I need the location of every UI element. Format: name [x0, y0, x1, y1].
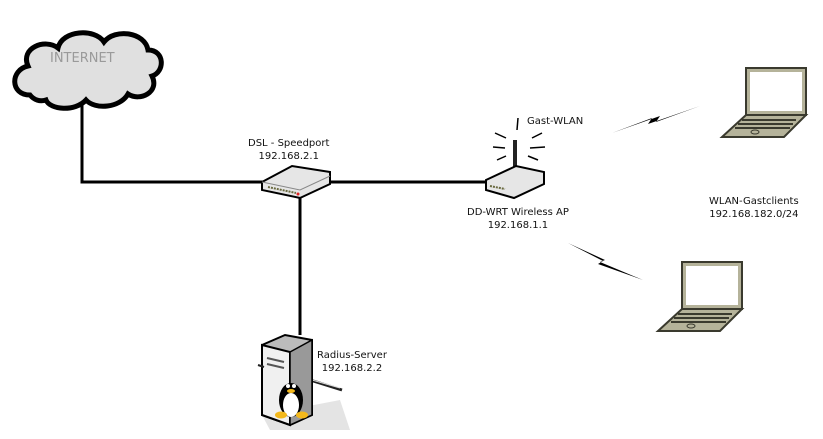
internet-label: INTERNET: [50, 51, 115, 66]
wlan-clients-name: WLAN-Gastclients: [709, 196, 799, 207]
laptop-icon: [655, 261, 745, 332]
radius-server-label: Radius-Server 192.168.2.2: [317, 349, 387, 375]
wireless-ap-icon: [485, 117, 546, 200]
radius-server-name: Radius-Server: [317, 350, 387, 361]
dsl-router-label: DSL - Speedport 192.168.2.1: [248, 137, 329, 163]
ap-name: DD-WRT Wireless AP: [467, 207, 569, 218]
dsl-router-name: DSL - Speedport: [248, 138, 330, 149]
dsl-router-ip: 192.168.2.1: [258, 151, 319, 162]
internet-cloud-icon: [12, 30, 164, 111]
laptop-icon: [719, 67, 809, 138]
ap-label: DD-WRT Wireless AP 192.168.1.1: [467, 206, 569, 232]
wireless-link-icon: [568, 243, 643, 280]
wlan-clients-subnet: 192.168.182.0/24: [709, 209, 799, 220]
wlan-clients-label: WLAN-Gastclients 192.168.182.0/24: [709, 195, 799, 221]
ap-ssid-label: Gast-WLAN: [527, 116, 584, 127]
link-internet-dsl: [80, 100, 270, 184]
tux-icon: [275, 383, 308, 419]
dsl-router-icon: [261, 164, 331, 200]
radius-server-ip: 192.168.2.2: [321, 363, 383, 374]
wireless-link-icon: [612, 106, 700, 133]
ap-ip: 192.168.1.1: [487, 220, 549, 231]
